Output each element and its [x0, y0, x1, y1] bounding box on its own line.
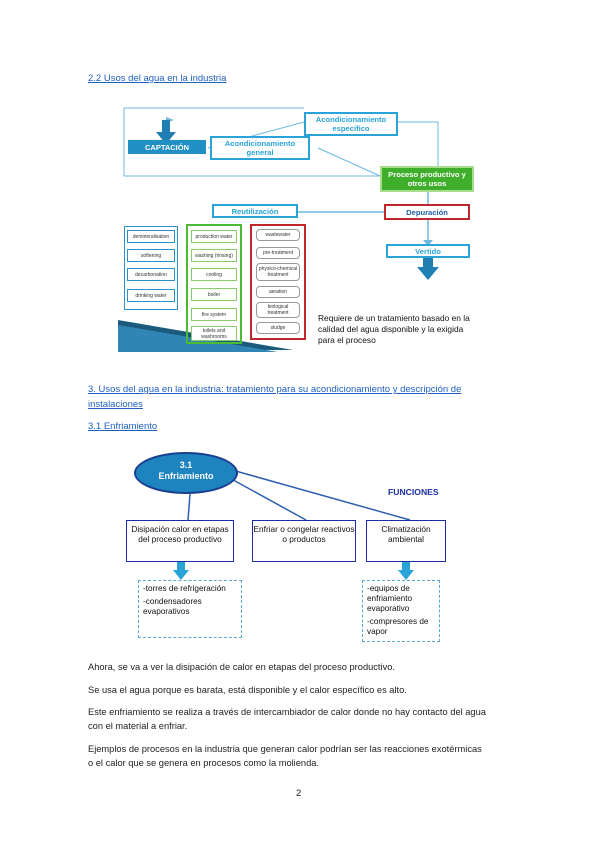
arrow-down-icon — [398, 562, 414, 580]
list-item: aeration — [256, 286, 300, 298]
climatization-examples-list: -equipos de enfriamiento evaporativo -co… — [362, 580, 440, 642]
arrow-down-icon — [156, 120, 176, 144]
function-box-climatization: Climatización ambiental — [366, 520, 446, 562]
list-item: -condensadores evaporativos — [143, 597, 202, 616]
list-item: biological treatment — [256, 302, 300, 318]
water-uses-diagram: CAPTACIÓN Acondicionamiento general Acon… — [118, 100, 486, 352]
paragraph-4-line-1: Ejemplos de procesos en la industria que… — [88, 744, 482, 754]
ellipse-label: Enfriamiento — [158, 471, 214, 481]
acondicionamiento-general-box: Acondicionamiento general — [210, 136, 310, 160]
list-item: drinking water — [127, 289, 175, 302]
page-number: 2 — [296, 788, 302, 799]
function-box-dissipation: Disipación calor en etapas del proceso p… — [126, 520, 234, 562]
list-item: washing (rinsing) — [191, 249, 237, 262]
treatment-column — [250, 224, 306, 340]
funciones-label: FUNCIONES — [388, 487, 439, 497]
list-item: -equipos de enfriamiento evaporativo — [367, 584, 413, 613]
dissipation-examples-list: -torres de refrigeración -condensadores … — [138, 580, 242, 638]
paragraph-4-line-2: o el calor que se genera en procesos com… — [88, 758, 320, 768]
list-item: softening — [127, 249, 175, 262]
list-item: decarbonation — [127, 268, 175, 281]
paragraph-1: Ahora, se va a ver la disipación de calo… — [88, 662, 395, 672]
production-column — [186, 224, 242, 344]
list-item: cooling — [191, 268, 237, 281]
section-heading-3-1: 3.1 Enfriamiento — [88, 421, 158, 432]
captacion-box: CAPTACIÓN — [128, 140, 206, 154]
section-heading-3-cont: instalaciones — [88, 399, 143, 410]
list-item: production water — [191, 230, 237, 243]
list-item: fire system — [191, 308, 237, 321]
paragraph-3-line-2: con el material a enfriar. — [88, 721, 188, 731]
section-heading-3: 3. Usos del agua en la industria: tratam… — [88, 384, 462, 395]
acondicionamiento-especifico-box: Acondicionamiento específico — [304, 112, 398, 136]
list-item: pre-treatment — [256, 247, 300, 259]
diagram-connectors — [187, 469, 411, 521]
diagram-note: Requiere de un tratamiento basado en la … — [318, 313, 470, 345]
list-item: physico-chemical treatment — [256, 263, 300, 281]
list-item: -torres de refrigeración — [143, 584, 226, 593]
cooling-functions-diagram: 3.1 Enfriamiento FUNCIONES Disipación ca… — [120, 448, 460, 644]
list-item: -compresores de vapor — [367, 617, 429, 636]
depuracion-box: Depuración — [384, 204, 470, 220]
demineralisation-column — [124, 226, 178, 310]
ellipse-number: 3.1 — [179, 460, 193, 470]
paragraph-2: Se usa el agua porque es barata, está di… — [88, 685, 407, 695]
function-box-cooling: Enfriar o congelar reactivos o productos — [252, 520, 356, 562]
list-item: sludge — [256, 322, 300, 334]
vertido-box: Vertido — [386, 244, 470, 258]
arrow-down-icon — [417, 258, 439, 280]
section-heading-2-2: 2.2 Usos del agua en la industria — [88, 73, 227, 84]
reutilizacion-box: Reutilización — [212, 204, 298, 218]
arrow-down-icon — [173, 562, 189, 580]
paragraph-3-line-1: Este enfriamiento se realiza a través de… — [88, 707, 486, 717]
proceso-productivo-box: Proceso productivo y otros usos — [380, 166, 474, 192]
list-item: wastewater — [256, 229, 300, 241]
enfriamiento-ellipse: 3.1 Enfriamiento — [134, 452, 238, 494]
list-item: demineralisation — [127, 230, 175, 243]
list-item: toilets and washrooms — [191, 326, 237, 341]
list-item: boiler — [191, 288, 237, 301]
